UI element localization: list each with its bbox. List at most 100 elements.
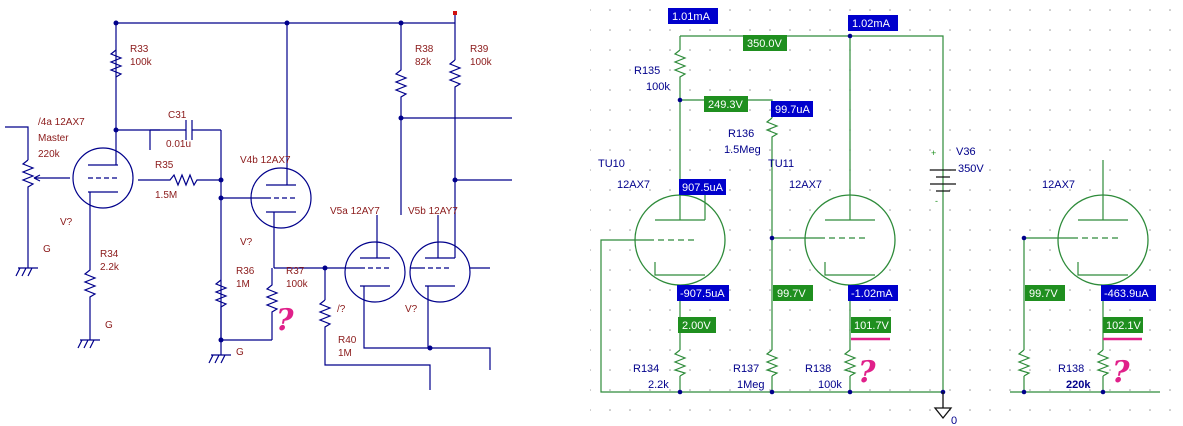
r37-label: R37 <box>286 266 305 277</box>
v36-plus: + <box>931 148 936 158</box>
r137b-resistor <box>1017 349 1031 377</box>
v4a-ref: V? <box>60 217 73 228</box>
r38-label: R38 <box>415 44 434 55</box>
svg-text:-907.5uA: -907.5uA <box>680 288 725 300</box>
v5a-ref: /? <box>337 304 346 315</box>
r134-label: R134 <box>633 363 659 375</box>
r137-resistor <box>765 349 779 377</box>
r138-resistor <box>843 349 857 377</box>
r136-label: R136 <box>728 128 754 140</box>
tag-v-third-cathode: 102.1V <box>1103 317 1143 333</box>
tu11-tube <box>804 194 896 286</box>
tu10-label: TU10 <box>598 158 625 170</box>
v36-battery <box>930 169 956 192</box>
svg-text:-1.02mA: -1.02mA <box>851 288 893 300</box>
r134-resistor <box>673 349 687 377</box>
svg-text:2.00V: 2.00V <box>682 320 711 332</box>
r34-label: R34 <box>100 249 119 260</box>
r40-label: R40 <box>338 335 357 346</box>
c31-label: C31 <box>168 110 187 121</box>
r135-resistor <box>673 49 687 82</box>
third-tube-type: 12AX7 <box>1042 179 1075 191</box>
tag-i-r136: 99.7uA <box>771 101 813 117</box>
r138-label: R138 <box>805 363 831 375</box>
r135-value: 100k <box>646 81 670 93</box>
r134-value: 2.2k <box>648 379 669 391</box>
ground-label-1: G <box>43 244 51 255</box>
r37-value: 100k <box>286 279 309 290</box>
tag-i-tu11-cathode: -1.02mA <box>848 285 898 301</box>
tag-i-tu10-plate: 907.5uA <box>679 179 726 195</box>
r135-label: R135 <box>634 65 660 77</box>
tag-i-tu11-plate-res: 1.02mA <box>848 15 898 31</box>
v5a-label: V5a 12AY7 <box>330 206 380 217</box>
r33-label: R33 <box>130 44 149 55</box>
r39-value: 100k <box>470 57 493 68</box>
tag-v-tu11-grid: 99.7V <box>773 285 813 301</box>
tag-i-r135: 1.01mA <box>668 8 718 24</box>
v5b-ref: V? <box>405 304 418 315</box>
svg-text:-463.9uA: -463.9uA <box>1104 288 1149 300</box>
c31-value: 0.01u <box>166 139 191 150</box>
third-tube <box>1057 194 1149 286</box>
v4a-tube-label: /4a 12AX7 <box>38 117 85 128</box>
svg-text:99.7uA: 99.7uA <box>775 104 811 116</box>
svg-text:907.5uA: 907.5uA <box>682 182 724 194</box>
tag-i-third-cathode: -463.9uA <box>1101 285 1156 301</box>
r35-label: R35 <box>155 160 174 171</box>
r39-label: R39 <box>470 44 489 55</box>
tag-v-tu11-cathode: 101.7V <box>851 317 891 333</box>
question-mark-left: ? <box>276 303 294 338</box>
tag-v-mid-node: 249.3V <box>704 96 748 112</box>
ground-node-label: 0 <box>951 415 957 426</box>
v36-minus: - <box>935 196 938 206</box>
tu11-type: 12AX7 <box>789 179 822 191</box>
r136-value: 1.5Meg <box>724 144 761 156</box>
svg-text:102.1V: 102.1V <box>1106 320 1142 332</box>
r138b-label: R138 <box>1058 363 1084 375</box>
tag-i-tu10-cathode: -907.5uA <box>677 285 729 301</box>
svg-text:1.02mA: 1.02mA <box>852 18 891 30</box>
r138b-resistor <box>1096 349 1110 377</box>
ground-symbol <box>933 392 953 420</box>
svg-text:101.7V: 101.7V <box>854 320 890 332</box>
ground-label-3: G <box>236 347 244 358</box>
svg-text:350.0V: 350.0V <box>747 38 783 50</box>
tu10-tube <box>634 194 726 286</box>
left-schematic: R33 100k /4a 12AX7 Master 220k C31 0.01u… <box>5 11 512 390</box>
master-label: Master <box>38 133 69 144</box>
question-mark-right-1: ? <box>858 355 876 390</box>
right-schematic: 1.01mA 350.0V 1.02mA 249.3V 99.7uA 907.5… <box>590 5 1183 426</box>
svg-text:99.7V: 99.7V <box>1029 288 1058 300</box>
tag-v-supply-node: 350.0V <box>743 35 787 51</box>
v36-label: V36 <box>956 146 976 158</box>
question-mark-right-2: ? <box>1112 355 1130 390</box>
v36-value: 350V <box>958 163 984 175</box>
v5b-label: V5b 12AY7 <box>408 206 458 217</box>
v4b-label: V4b 12AX7 <box>240 155 291 166</box>
r36-value: 1M <box>236 279 250 290</box>
r33-value: 100k <box>130 57 153 68</box>
tu10-type: 12AX7 <box>617 179 650 191</box>
r138b-value: 220k <box>1066 379 1091 391</box>
r138-value: 100k <box>818 379 842 391</box>
r40-value: 1M <box>338 348 352 359</box>
r35-value: 1.5M <box>155 190 177 201</box>
svg-text:249.3V: 249.3V <box>708 99 744 111</box>
tu11-label: TU11 <box>768 158 794 170</box>
tag-v-tu10-cathode: 2.00V <box>678 317 716 333</box>
r36-label: R36 <box>236 266 255 277</box>
r38-value: 82k <box>415 57 432 68</box>
r136-resistor <box>765 117 779 140</box>
svg-text:99.7V: 99.7V <box>777 288 806 300</box>
r34-value: 2.2k <box>100 262 120 273</box>
r137-value: 1Meg <box>737 379 765 391</box>
v4b-ref: V? <box>240 237 253 248</box>
master-pot-value: 220k <box>38 149 61 160</box>
svg-text:1.01mA: 1.01mA <box>672 11 711 23</box>
ground-label-2: G <box>105 320 113 331</box>
r137-label: R137 <box>733 363 759 375</box>
tag-v-third-grid: 99.7V <box>1025 285 1065 301</box>
